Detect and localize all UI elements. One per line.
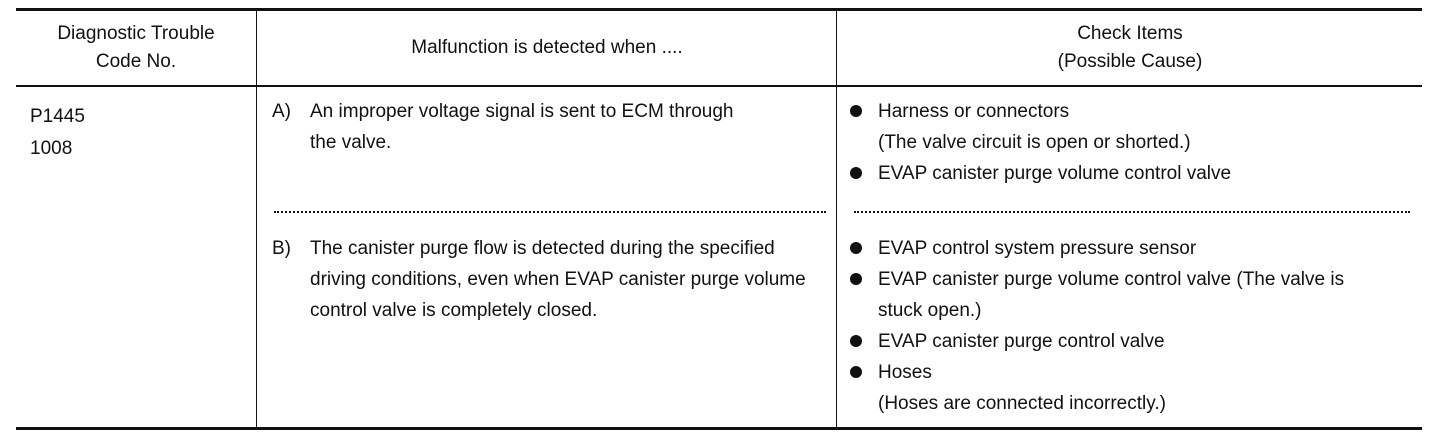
check-label: EVAP canister purge control valve — [878, 331, 1165, 352]
check-item: EVAP canister purge volume control valve… — [846, 264, 1406, 326]
dtc-code-alt: 1008 — [30, 138, 73, 159]
dotted-separator-left — [274, 211, 826, 213]
dtc-code: P1445 — [30, 106, 85, 127]
column-divider-2 — [836, 11, 837, 427]
bullet-icon — [846, 357, 878, 419]
condition-letter: B) — [272, 238, 291, 259]
check-label: EVAP control system pressure sensor — [878, 238, 1197, 259]
check-item: Harness or connectors (The valve circuit… — [846, 96, 1406, 158]
condition-text: An improper voltage signal is sent to EC… — [310, 101, 734, 153]
check-label: EVAP canister purge volume control valve… — [878, 269, 1345, 321]
dtc-table: Diagnostic Trouble Code No. Malfunction … — [16, 8, 1422, 430]
check-label: EVAP canister purge volume control valve — [878, 163, 1232, 184]
condition-b: B) The canister purge flow is detected d… — [272, 233, 832, 326]
table-header: Diagnostic Trouble Code No. Malfunction … — [16, 11, 1422, 87]
check-label: Harness or connectors — [878, 101, 1070, 122]
check-note: (Hoses are connected incorrectly.) — [878, 393, 1166, 414]
dotted-separator-right — [854, 211, 1410, 213]
bullet-icon — [846, 326, 878, 357]
bullet-icon — [846, 96, 878, 158]
column-divider-1 — [256, 11, 257, 427]
checks-a: Harness or connectors (The valve circuit… — [846, 96, 1406, 189]
dtc-codes: P1445 1008 — [30, 101, 85, 165]
checks-b: EVAP control system pressure sensor EVAP… — [846, 233, 1406, 419]
header-check-items: Check Items (Possible Cause) — [1057, 23, 1203, 72]
bullet-icon — [846, 158, 878, 189]
check-note: (The valve circuit is open or shorted.) — [878, 132, 1191, 153]
check-item: Hoses (Hoses are connected incorrectly.) — [846, 357, 1406, 419]
check-label: Hoses — [878, 362, 932, 383]
check-item: EVAP canister purge control valve — [846, 326, 1406, 357]
condition-letter: A) — [272, 101, 291, 122]
header-code-no: Diagnostic Trouble Code No. — [57, 23, 215, 72]
condition-a: A) An improper voltage signal is sent to… — [272, 96, 832, 158]
condition-text: The canister purge flow is detected duri… — [310, 238, 806, 321]
bullet-icon — [846, 264, 878, 326]
bullet-icon — [846, 233, 878, 264]
header-malfunction: Malfunction is detected when .... — [411, 37, 683, 58]
check-item: EVAP canister purge volume control valve — [846, 158, 1406, 189]
check-item: EVAP control system pressure sensor — [846, 233, 1406, 264]
